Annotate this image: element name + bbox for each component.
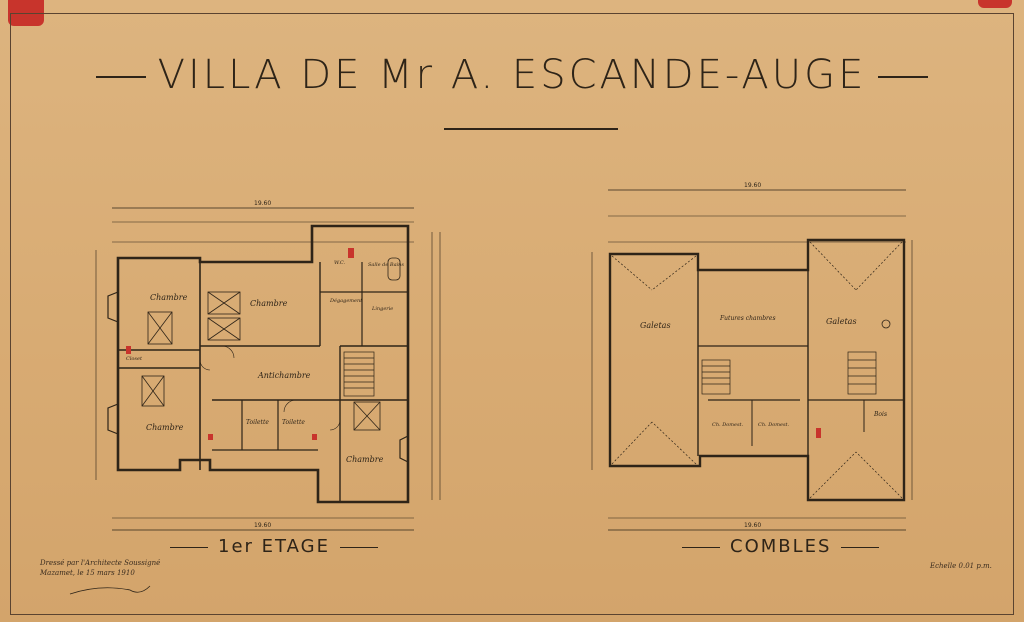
title-underline — [444, 128, 618, 130]
signature-line: Mazamet, le 15 mars 1910 — [40, 569, 135, 577]
red-markers — [126, 248, 821, 440]
room-label: Closet — [126, 356, 143, 362]
room-label: Salle de Bains — [368, 262, 404, 268]
architect-signature-block: Dressé par l'Architecte Soussigné Mazame… — [40, 558, 180, 578]
caption-text: COMBLES — [730, 536, 832, 557]
room-label: Galetas — [640, 321, 671, 330]
attic-caption: COMBLES — [672, 536, 889, 557]
room-label: Toilette — [282, 419, 305, 426]
room-label: Galetas — [826, 317, 857, 326]
room-label: Toilette — [246, 419, 269, 426]
overall-width-dimension: 19.60 — [254, 522, 271, 529]
room-label: Lingerie — [371, 306, 393, 312]
room-label: W.C. — [334, 260, 346, 266]
first-floor-plan — [95, 207, 441, 531]
overall-width-dimension: 19.60 — [254, 200, 271, 207]
drawing-frame — [10, 13, 1014, 615]
first-floor-caption: 1er ETAGE — [160, 536, 388, 557]
room-label: Bois — [873, 411, 887, 418]
signature-line: Dressé par l'Architecte Soussigné — [40, 559, 161, 567]
room-label: Chambre — [146, 423, 184, 432]
scale-note: Echelle 0.01 p.m. — [930, 562, 992, 570]
room-label: Chambre — [250, 299, 288, 308]
caption-text: 1er ETAGE — [218, 536, 330, 557]
title-text: VILLA DE Mr A. ESCANDE-AUGE — [157, 52, 867, 98]
overall-width-dimension: 19.60 — [744, 182, 761, 189]
room-label: Chambre — [346, 455, 384, 464]
room-label: Ch. Domest. — [712, 422, 744, 428]
red-tape-tab — [978, 0, 1012, 8]
drawing-title: VILLA DE Mr A. ESCANDE-AUGE — [0, 52, 1024, 98]
room-label: Chambre — [150, 293, 188, 302]
overall-width-dimension: 19.60 — [744, 522, 761, 529]
room-label: Antichambre — [257, 371, 311, 380]
room-label: Ch. Domest. — [758, 422, 790, 428]
room-label: Dégagement — [329, 297, 363, 304]
attic-plan — [591, 189, 913, 531]
room-label: Futures chambres — [719, 315, 776, 322]
